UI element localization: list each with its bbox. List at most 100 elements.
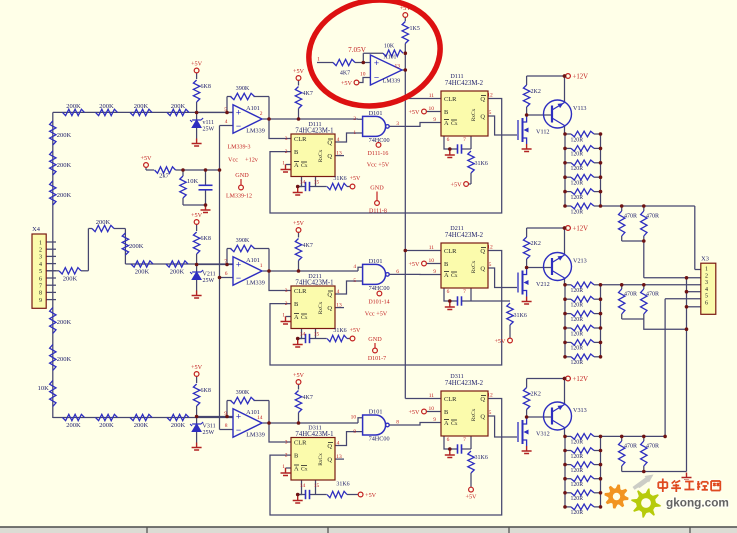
svg-text:1: 1 [317, 57, 320, 63]
svg-text:15: 15 [314, 483, 320, 489]
svg-text:−: − [236, 425, 241, 435]
svg-text:Q: Q [480, 414, 485, 421]
svg-text:A: A [294, 314, 299, 321]
svg-text:120R: 120R [571, 288, 584, 294]
svg-text:74HC423M-2: 74HC423M-2 [445, 380, 484, 387]
svg-text:V212: V212 [536, 281, 550, 288]
svg-text:31K6: 31K6 [514, 313, 527, 319]
svg-text:+5V: +5V [451, 181, 463, 188]
svg-text:13: 13 [336, 303, 342, 309]
svg-text:7: 7 [39, 284, 42, 290]
svg-text:V311: V311 [203, 424, 216, 430]
svg-text:120R: 120R [571, 468, 584, 474]
svg-text:120R: 120R [571, 360, 584, 366]
svg-text:CLR: CLR [444, 248, 457, 255]
svg-text:7: 7 [463, 289, 466, 295]
svg-text:Cx: Cx [451, 421, 458, 427]
svg-text:V312: V312 [536, 431, 550, 438]
svg-text:B: B [294, 149, 298, 156]
svg-text:14: 14 [300, 180, 306, 186]
svg-text:31K6: 31K6 [336, 482, 349, 488]
svg-text:+12V: +12V [573, 226, 589, 233]
svg-text:120R: 120R [571, 195, 584, 201]
svg-text:+5V: +5V [400, 5, 412, 12]
svg-text:200K: 200K [99, 103, 114, 110]
svg-text:120R: 120R [571, 152, 584, 158]
svg-text:Vcc +5V: Vcc +5V [367, 162, 390, 169]
svg-text:Q: Q [327, 153, 332, 160]
svg-text:74HC00: 74HC00 [369, 436, 390, 443]
svg-text:6: 6 [447, 289, 450, 295]
svg-text:Vcc: Vcc [228, 157, 238, 164]
svg-text:D311: D311 [450, 373, 464, 380]
svg-text:+5V: +5V [408, 261, 420, 268]
svg-text:4K7: 4K7 [303, 243, 313, 249]
svg-text:+5V: +5V [350, 328, 361, 334]
svg-text:D101: D101 [369, 409, 383, 416]
svg-text:gkong.com: gkong.com [666, 496, 729, 510]
svg-text:B: B [444, 109, 448, 116]
svg-text:200K: 200K [171, 103, 186, 110]
svg-text:D111: D111 [450, 73, 463, 80]
svg-text:6: 6 [39, 276, 42, 282]
svg-text:Q: Q [480, 248, 485, 255]
svg-text:Q: Q [327, 140, 332, 147]
svg-text:200K: 200K [66, 103, 81, 110]
svg-text:9: 9 [224, 411, 227, 417]
svg-text:470R: 470R [646, 292, 659, 298]
svg-text:200K: 200K [63, 275, 78, 282]
svg-text:Q: Q [327, 457, 332, 464]
svg-text:gkong.com: gkong.com [666, 496, 729, 510]
svg-text:+: + [236, 108, 241, 118]
svg-text:200K: 200K [57, 132, 72, 139]
svg-text:+: + [374, 58, 379, 68]
svg-text:200K: 200K [66, 422, 81, 429]
svg-text:D111-16: D111-16 [368, 151, 389, 157]
svg-text:2: 2 [353, 116, 356, 122]
svg-text:4: 4 [337, 137, 340, 143]
svg-text:6: 6 [447, 137, 450, 143]
svg-text:LM339: LM339 [246, 432, 265, 439]
svg-text:200K: 200K [57, 319, 72, 326]
svg-text:390K: 390K [236, 85, 250, 92]
svg-text:4K7: 4K7 [303, 395, 313, 401]
svg-text:Vcc +5V: Vcc +5V [365, 311, 388, 318]
svg-text:3: 3 [396, 121, 399, 127]
svg-text:D101-14: D101-14 [368, 300, 389, 306]
svg-text:Cx: Cx [301, 163, 308, 169]
svg-text:6: 6 [705, 301, 708, 307]
svg-text:A101: A101 [246, 409, 260, 416]
svg-text:470R: 470R [646, 214, 659, 220]
svg-text:2: 2 [285, 453, 288, 459]
svg-text:B: B [444, 261, 448, 268]
svg-text:1K5: 1K5 [410, 26, 420, 32]
svg-text:31K6: 31K6 [475, 161, 488, 167]
svg-text:200K: 200K [171, 422, 186, 429]
svg-text:10K: 10K [187, 178, 199, 185]
svg-text:25W: 25W [203, 430, 215, 436]
svg-text:+5V: +5V [408, 109, 420, 116]
svg-text:3: 3 [285, 288, 288, 294]
svg-text:74HC423M-2: 74HC423M-2 [445, 232, 484, 239]
svg-text:2: 2 [260, 111, 263, 117]
svg-text:D101-7: D101-7 [368, 356, 386, 362]
svg-text:D211: D211 [450, 225, 464, 232]
svg-text:A101: A101 [246, 257, 260, 264]
svg-text:LM339-12: LM339-12 [226, 194, 252, 200]
svg-text:+5V: +5V [293, 220, 305, 227]
svg-text:120R: 120R [571, 454, 584, 460]
svg-text:25W: 25W [203, 278, 215, 284]
svg-text:120R: 120R [571, 482, 584, 488]
svg-text:200K: 200K [135, 269, 150, 276]
svg-text:6: 6 [225, 271, 228, 277]
svg-text:7: 7 [463, 137, 466, 143]
svg-text:CLR: CLR [294, 288, 307, 295]
svg-text:LM339: LM339 [246, 128, 265, 135]
svg-text:Cx: Cx [451, 273, 458, 279]
svg-text:+5V: +5V [341, 80, 353, 87]
svg-text:Q: Q [327, 305, 332, 312]
svg-text:RxCx: RxCx [318, 149, 324, 162]
svg-text:11: 11 [429, 93, 435, 99]
svg-text:120R: 120R [571, 303, 584, 309]
svg-text:+5V: +5V [191, 364, 203, 371]
